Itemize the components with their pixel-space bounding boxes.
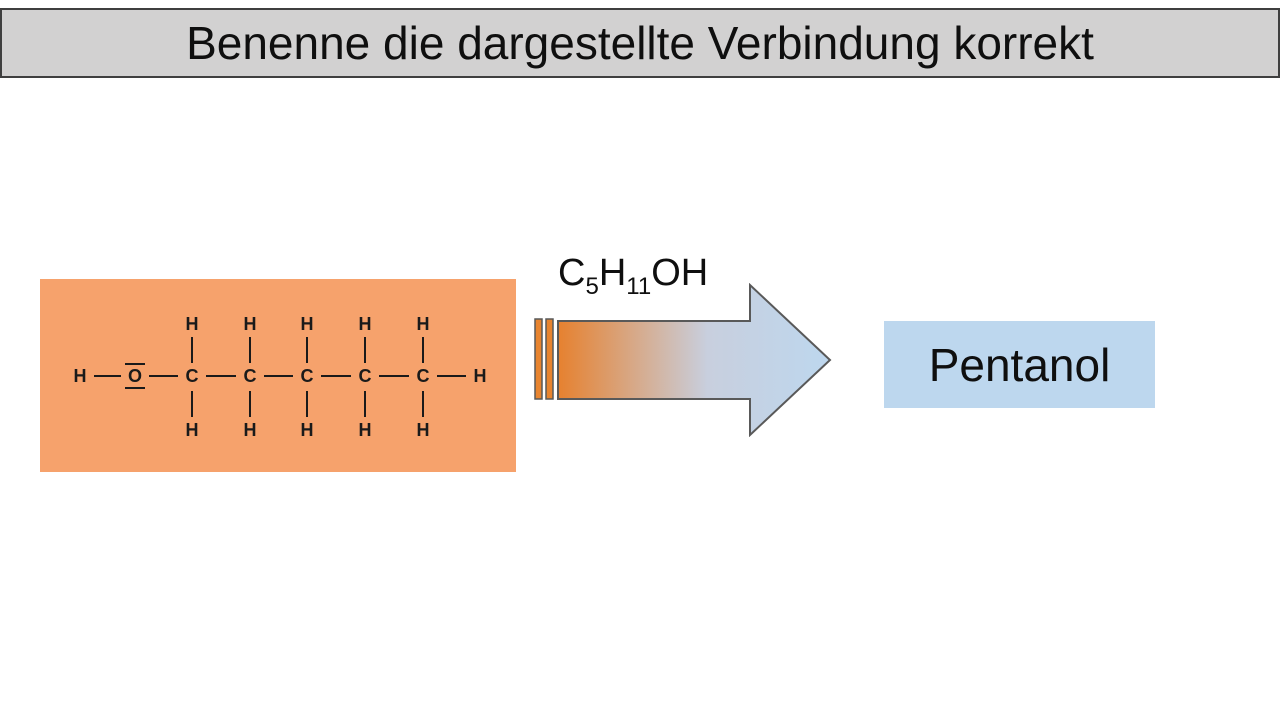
- bond-horizontal: [379, 375, 409, 377]
- bond-horizontal: [94, 375, 121, 377]
- atom-h-bottom: H: [300, 420, 314, 440]
- atom-h-top: H: [185, 314, 199, 334]
- bond-vertical: [249, 337, 251, 363]
- atom-c: C: [416, 366, 430, 386]
- formula-h: H: [598, 252, 627, 294]
- atom-h-bottom: H: [243, 420, 257, 440]
- atom-h: H: [73, 366, 87, 386]
- chemical-formula: C5H11OH: [558, 252, 709, 300]
- formula-c: C: [558, 252, 586, 294]
- reaction-arrow: [534, 283, 832, 437]
- atom-c: C: [300, 366, 314, 386]
- atom-c: C: [358, 366, 372, 386]
- formula-c-subscript: 5: [585, 273, 599, 300]
- atom-c: C: [243, 366, 257, 386]
- arrow-stripe: [545, 318, 554, 400]
- bond-vertical: [422, 391, 424, 417]
- bond-vertical: [306, 391, 308, 417]
- structure-box: H H H H H H O C C C C C H H H H H H: [40, 279, 516, 472]
- page-title: Benenne die dargestellte Verbindung korr…: [186, 17, 1094, 69]
- atom-h-top: H: [300, 314, 314, 334]
- bond-vertical: [306, 337, 308, 363]
- atom-c: C: [185, 366, 199, 386]
- atom-h: H: [473, 366, 487, 386]
- bond-vertical: [191, 391, 193, 417]
- answer-box: Pentanol: [884, 321, 1155, 408]
- bond-horizontal: [149, 375, 178, 377]
- bond-vertical: [191, 337, 193, 363]
- formula-h-subscript: 11: [626, 273, 652, 300]
- bond-horizontal: [321, 375, 351, 377]
- bond-horizontal: [437, 375, 466, 377]
- bond-vertical: [422, 337, 424, 363]
- answer-label: Pentanol: [928, 338, 1111, 391]
- atom-h-bottom: H: [358, 420, 372, 440]
- bond-vertical: [249, 391, 251, 417]
- atom-h-top: H: [416, 314, 430, 334]
- atom-h-bottom: H: [416, 420, 430, 440]
- bond-vertical: [364, 391, 366, 417]
- bond-vertical: [364, 337, 366, 363]
- atom-h-top: H: [358, 314, 372, 334]
- formula-oh: OH: [651, 252, 709, 294]
- bond-horizontal: [206, 375, 236, 377]
- question-banner: Benenne die dargestellte Verbindung korr…: [0, 8, 1280, 78]
- arrow-body: [557, 283, 832, 437]
- bond-horizontal: [264, 375, 293, 377]
- atom-h-top: H: [243, 314, 257, 334]
- atom-h-bottom: H: [185, 420, 199, 440]
- atom-o: O: [125, 363, 145, 389]
- arrow-stripe: [534, 318, 543, 400]
